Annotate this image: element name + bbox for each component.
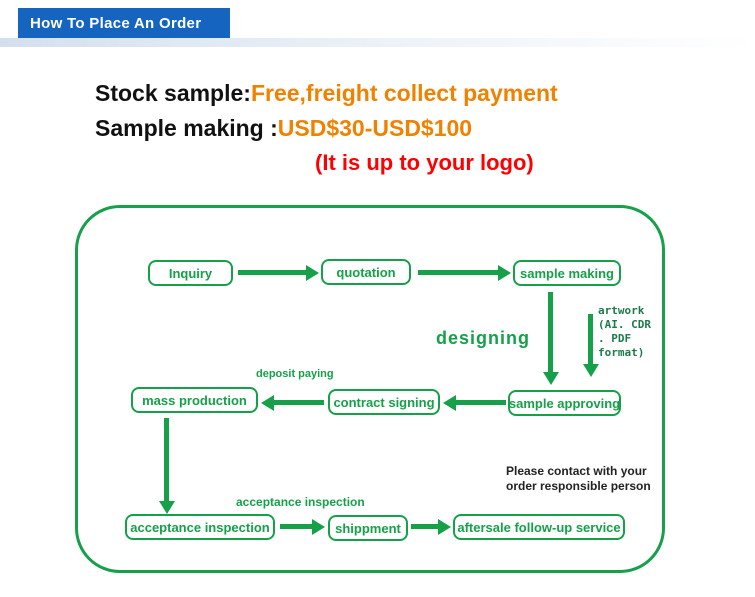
- flow-node-mass-production: mass production: [131, 387, 258, 413]
- sample-making-label: Sample making :: [95, 115, 278, 141]
- arrow-mass-production-to-acceptance: [164, 418, 169, 501]
- sample-making-value: USD$30-USD$100: [277, 115, 473, 141]
- flow-node-sample-making: sample making: [513, 260, 621, 286]
- flow-node-inquiry: Inquiry: [148, 260, 233, 286]
- logo-note: (It is up to your logo): [315, 150, 534, 175]
- page-title-banner: How To Place An Order: [18, 8, 230, 38]
- arrow-sample-making-to-sample-approving: [548, 292, 553, 372]
- order-flowchart: Inquiry quotation sample making designin…: [75, 205, 665, 573]
- page-title: How To Place An Order: [30, 14, 202, 32]
- deposit-paying-label: deposit paying: [256, 368, 334, 380]
- arrow-quotation-to-sample-making: [418, 270, 498, 275]
- flow-node-acceptance-inspection: acceptance inspection: [125, 514, 275, 540]
- stock-sample-label: Stock sample:: [95, 80, 251, 106]
- artwork-note: artwork (AI. CDR . PDF format): [598, 304, 651, 359]
- arrow-sample-approving-to-contract-signing: [456, 400, 506, 405]
- stock-sample-line: Stock sample:Free,freight collect paymen…: [95, 76, 558, 111]
- flow-node-contract-signing: contract signing: [328, 389, 440, 415]
- designing-label: designing: [436, 328, 530, 348]
- arrow-contract-signing-to-mass-production: [274, 400, 324, 405]
- flow-node-aftersale-service: aftersale follow-up service: [453, 514, 625, 540]
- flow-node-quotation: quotation: [321, 259, 411, 285]
- sample-making-line: Sample making :USD$30-USD$100: [95, 111, 558, 146]
- flow-node-sample-approving: sample approving: [508, 390, 621, 416]
- arrow-artwork-down: [588, 314, 593, 364]
- arrow-inquiry-to-quotation: [238, 270, 306, 275]
- arrow-shippment-to-aftersale: [411, 524, 438, 529]
- pricing-block: Stock sample:Free,freight collect paymen…: [95, 76, 558, 180]
- acceptance-inspection-label: acceptance inspection: [236, 495, 365, 509]
- banner-gradient-strip: [0, 38, 755, 47]
- stock-sample-value: Free,freight collect payment: [250, 80, 558, 106]
- arrow-acceptance-to-shippment: [280, 524, 312, 529]
- contact-note: Please contact with your order responsib…: [506, 464, 651, 493]
- flow-node-shippment: shippment: [328, 515, 408, 541]
